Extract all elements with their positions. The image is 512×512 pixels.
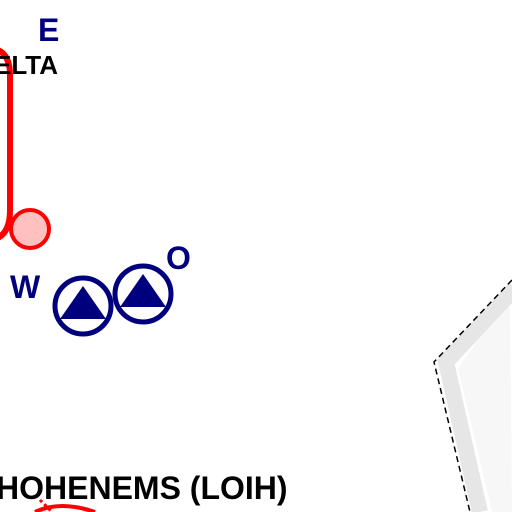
airport-name-label: HOHENEMS (LOIH) bbox=[0, 470, 288, 506]
navaid-triangle bbox=[120, 274, 166, 307]
navaid-symbol-1[interactable] bbox=[52, 275, 114, 337]
vfr-route bbox=[0, 47, 51, 250]
reporting-point-marker[interactable] bbox=[9, 208, 51, 250]
route-line bbox=[0, 47, 13, 240]
navaid-triangle bbox=[60, 286, 106, 319]
compass-e-label: E bbox=[38, 12, 59, 48]
airspace-boundary bbox=[433, 279, 512, 512]
airspace-fill bbox=[458, 296, 512, 512]
airspace-area bbox=[433, 279, 512, 512]
route-fragment-bottom bbox=[34, 498, 96, 512]
route-label: ELTA bbox=[0, 50, 58, 80]
compass-w-label: W bbox=[10, 269, 41, 305]
navaid-symbol-2[interactable] bbox=[112, 263, 174, 325]
airspace-shade-band bbox=[437, 282, 512, 512]
compass-o-label: O bbox=[166, 240, 191, 276]
